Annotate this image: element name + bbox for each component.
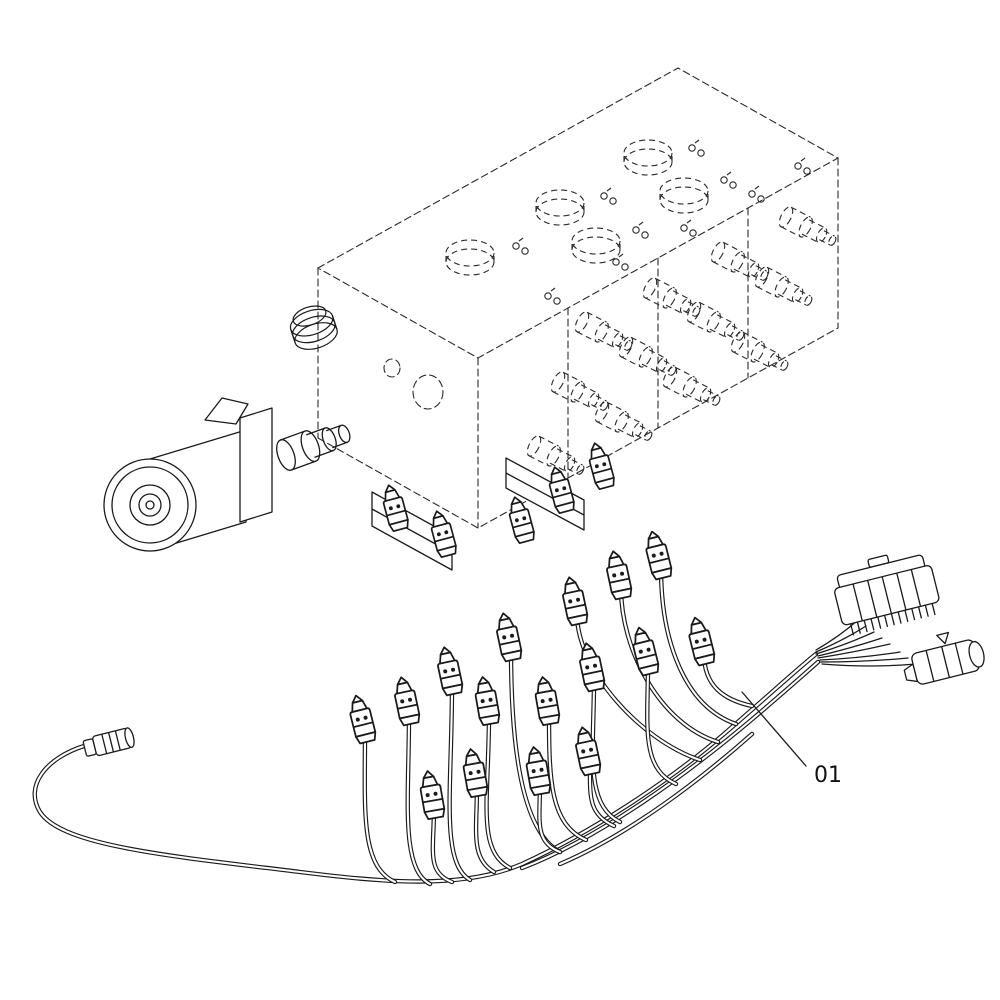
connector-plug [641,528,674,581]
solenoid-valve [640,275,705,324]
solenoid-valve [728,329,793,378]
connector-plug [684,614,717,667]
valve-block [316,67,841,529]
drive-shaft [276,424,351,471]
block-solid-parts [285,300,617,571]
screw-icon [632,221,649,239]
solenoid-valve [684,299,749,348]
connector-plug [575,640,607,693]
connector-plug [602,548,634,601]
callout-label: 01 [814,763,842,788]
coil-connector [584,439,617,491]
connector-plug [390,674,422,727]
screw-icon [680,219,697,237]
connector-plug [558,574,590,627]
connector-plug [416,768,447,821]
solenoid-valve [548,369,613,418]
connector-plug [571,724,603,777]
screw-icon [612,253,629,271]
main-connector-a [834,554,940,636]
connector-plug [345,692,378,745]
left-end-connector [82,727,135,757]
connector-plug [492,610,524,663]
screw-icon [688,139,705,157]
solenoid-valve [752,264,817,313]
port-boss [383,358,401,378]
connector-plug [471,674,502,727]
cover-cap [571,227,621,264]
cover-cap [535,189,585,226]
cover-cap [623,139,673,176]
connector-plug [433,644,465,697]
screw-icon [600,187,617,205]
coupler-rings [285,300,342,355]
cover-cap [659,177,709,214]
cover-cap [445,239,495,276]
screw-icon [794,157,811,175]
valve-block-outline [316,67,840,529]
callout-01: 01 [741,691,842,788]
port-boss [412,374,444,410]
solenoid-valve [572,309,637,358]
solenoid-valve [616,334,681,383]
pin-comb [850,603,936,636]
connector-plug [531,674,562,727]
trunk-wire [32,651,819,884]
solenoid-valve [776,204,841,253]
branch-plugs [345,528,717,821]
solenoid-valve [592,399,657,448]
main-connector-b [903,631,985,685]
motor-end-cap [103,458,197,552]
motor-assembly [103,397,351,552]
screw-icon [544,287,561,305]
solenoid-valve [660,364,725,413]
solenoid-valve [708,239,773,288]
callout-leader [741,691,807,767]
wiring-harness [32,528,985,887]
branch-wire [645,661,679,787]
screw-icon [512,237,529,255]
connector-plug [628,624,661,677]
wire-fan [815,619,917,667]
harness-wires [32,565,821,887]
connector-plug [459,746,490,799]
branch-wire [362,729,398,885]
screw-icon [720,171,737,189]
